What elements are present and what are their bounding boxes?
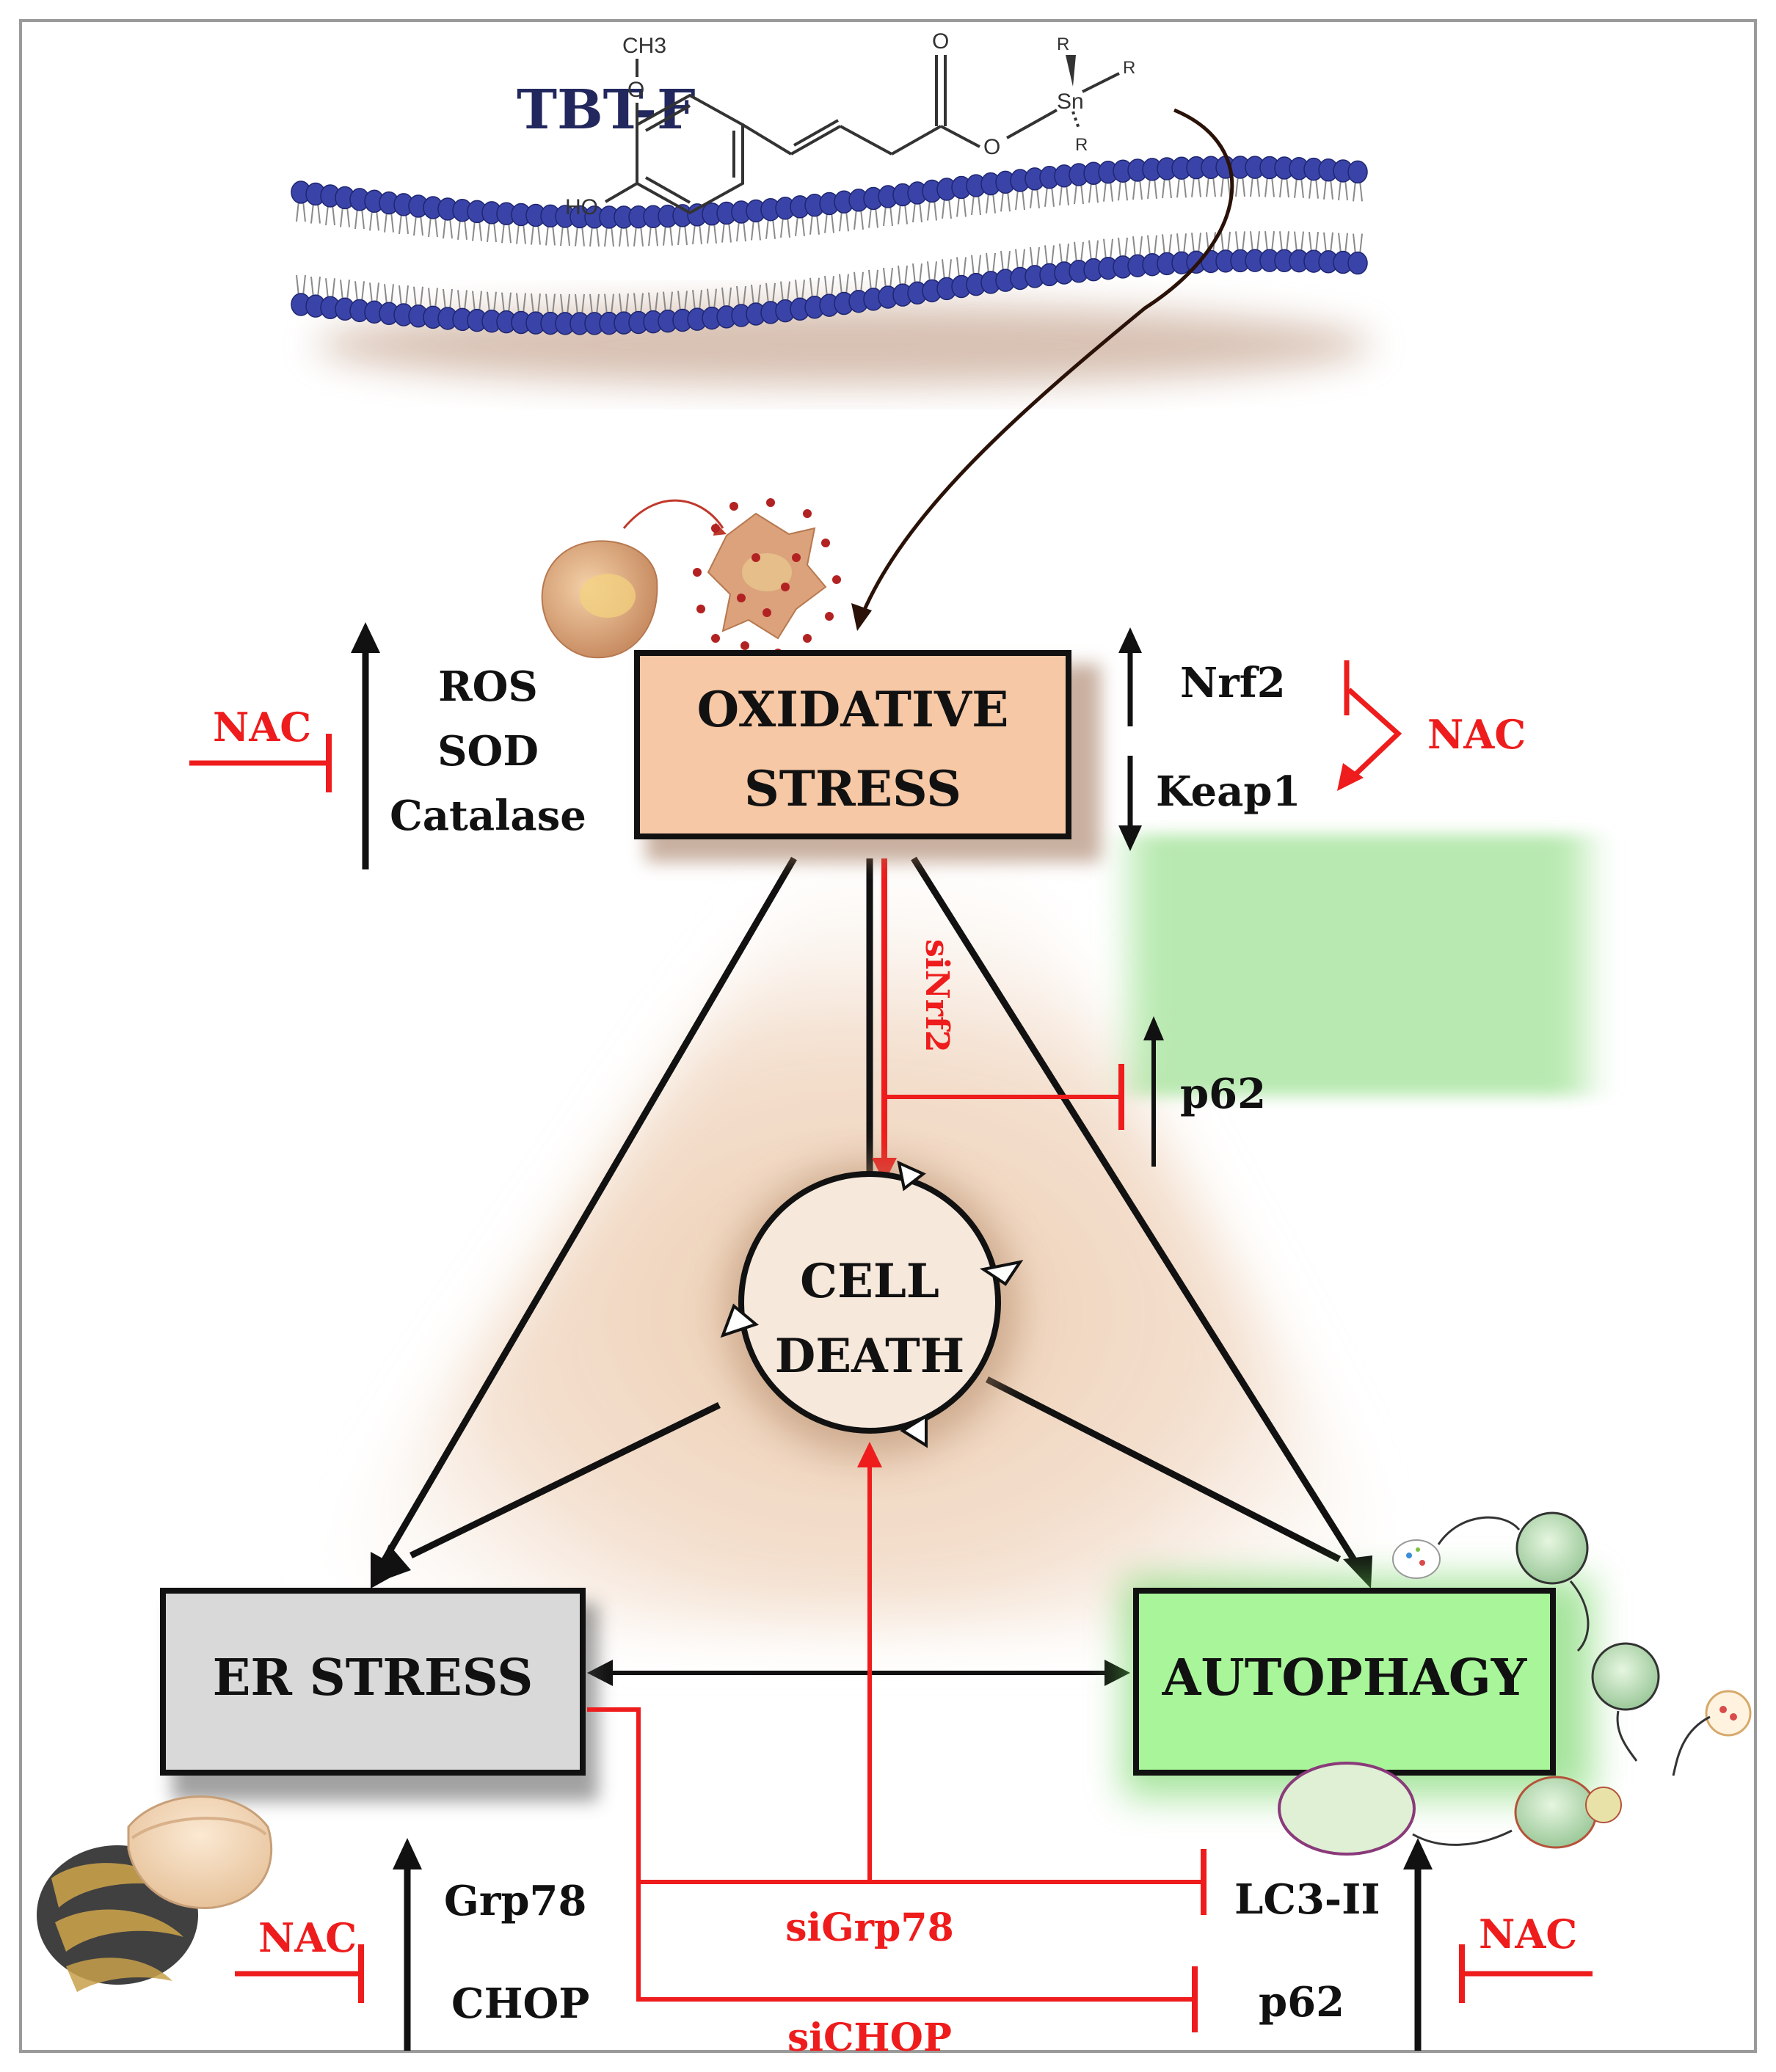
catalase-label: Catalase [390, 792, 586, 840]
autophagy-cycle-illustration [1278, 1511, 1752, 1856]
autophagy-box [1133, 1588, 1556, 1776]
er-arrowhead-2 [371, 1544, 411, 1585]
nac-autophagy-label: NAC [1479, 1911, 1577, 1958]
bottom-inhibitor-paths [587, 1449, 1202, 2002]
nrf2-up-arrowhead [1118, 627, 1142, 653]
cell-death-cycle-arrows [720, 1160, 1024, 1448]
entry-arrow [858, 108, 1234, 621]
chop-label: CHOP [451, 1980, 589, 2028]
r-group-right: R [1123, 58, 1135, 78]
grp78-label: Grp78 [444, 1877, 586, 1925]
sichop-label: siCHOP [787, 2016, 952, 2060]
er-organelle-illustration [37, 1795, 273, 1992]
cell-membrane [291, 156, 1368, 335]
er-up-arrowhead [393, 1838, 422, 1869]
r-group-bottom: R [1075, 135, 1088, 155]
p62-mid-up-arrowhead [1143, 1016, 1164, 1040]
tbtf-structure [604, 55, 1120, 215]
keap1-down-arrowhead [1118, 825, 1142, 851]
carbonyl-o-label: O [932, 29, 949, 54]
nac-right-inhibit [1344, 660, 1402, 781]
er-stress-label: ER STRESS [213, 1649, 534, 1707]
ester-o-label: O [983, 135, 1000, 159]
er-autophagy-arrow-left [587, 1660, 613, 1686]
compound-title: TBT-F [517, 79, 696, 142]
er-stress-box [160, 1588, 586, 1776]
nac-left-label: NAC [213, 704, 311, 751]
nrf2-label: Nrf2 [1180, 659, 1286, 707]
r-group-top: R [1057, 34, 1069, 54]
oxidative-stress-line2: STRESS [744, 760, 961, 817]
cell-death-line1: CELL [800, 1254, 939, 1309]
p62-bottom-label: p62 [1259, 1978, 1344, 2027]
nac-er-label: NAC [258, 1914, 357, 1961]
nac-right-arrowhead [1337, 763, 1364, 791]
pathway-edges [371, 856, 1368, 1580]
autophagy-glow [1130, 833, 1585, 1096]
sinrf2-label: siNrf2 [918, 939, 956, 1052]
ch3-label: CH3 [622, 34, 666, 58]
hydroxyl-label: HO [565, 195, 598, 219]
sigrp78-celldeath-arrowhead [857, 1442, 882, 1467]
sod-label: SOD [437, 727, 539, 776]
ros-up-arrowhead [351, 622, 380, 653]
lc3-label: LC3-II [1234, 1875, 1380, 1924]
methoxy-o-label: O [627, 78, 644, 102]
sigrp78-label: siGrp78 [785, 1905, 954, 1950]
outer-frame [19, 19, 1757, 2053]
entry-arrowhead [851, 603, 872, 631]
tbtf-atom-labels: CH3 O HO O O Sn R R R [565, 29, 1135, 219]
tin-label: Sn [1057, 90, 1084, 114]
p62-mid-label: p62 [1180, 1070, 1266, 1118]
cell-death-line2: DEATH [775, 1329, 965, 1384]
oxidative-stress-line1: OXIDATIVE [697, 681, 1009, 738]
er-autophagy-arrow-right [1104, 1660, 1130, 1686]
keap1-label: Keap1 [1156, 767, 1300, 816]
nac-right-label: NAC [1427, 711, 1526, 758]
autophagy-up-arrowhead [1403, 1838, 1433, 1869]
cell-ros-illustration [541, 498, 841, 659]
cell-death-node [738, 1171, 1001, 1434]
autophagy-label: AUTOPHAGY [1162, 1649, 1528, 1707]
ros-label: ROS [438, 663, 538, 711]
oxidative-stress-box [634, 650, 1071, 839]
